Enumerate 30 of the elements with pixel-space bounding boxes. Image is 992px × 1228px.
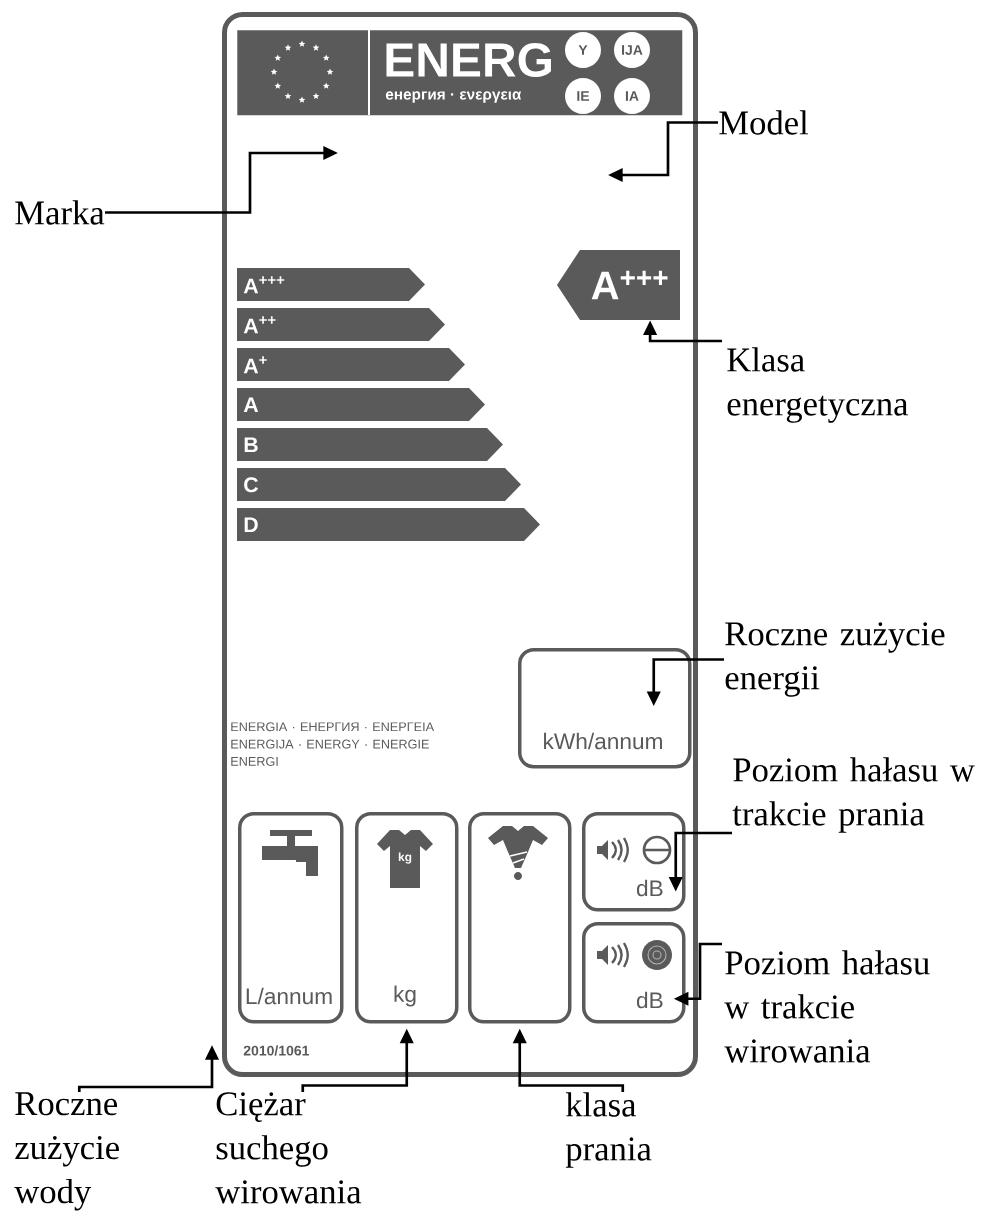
value-box: dB — [582, 812, 686, 912]
energy-word-list: ENERGIA · ЕНЕРГИЯ · ΕΝΕΡΓΕΙΑ ENERGIJA · ENERGY · ENERGIE ENERGI — [231, 722, 435, 766]
scale-bar: D — [237, 508, 540, 541]
value-box: L/annum — [238, 812, 344, 1024]
scale-bar: B — [237, 428, 503, 461]
callout-text: Marka — [15, 200, 105, 225]
scale-bar: C — [237, 468, 521, 501]
callout-text: Roczne zużycie energii — [725, 622, 945, 697]
circle-badge: IE — [565, 78, 601, 114]
value-box: kWh/annum — [518, 648, 692, 769]
node-label: kg — [398, 852, 412, 864]
circle-badge: IJA — [614, 32, 650, 68]
label-frame — [222, 12, 698, 1077]
scale-bar: A — [237, 388, 485, 421]
value-box: dB — [582, 922, 686, 1024]
scale-bar: A$^{+++}$ — [237, 268, 425, 301]
scale-bar: A$^{++}$ — [237, 308, 445, 341]
node-label: kg — [394, 985, 416, 1007]
callout-text: Klasa energetyczna — [727, 347, 908, 423]
callout-text: klasa prania — [565, 1092, 652, 1168]
callout-text: Poziom hałasu w trakcie wirowania — [724, 950, 930, 1063]
regulation-number: 2010/1061 — [243, 1045, 310, 1056]
callout-text: Poziom hałasu w trakcie prania — [732, 757, 975, 833]
circle-badge: IA — [614, 78, 650, 114]
circle-badge: Y — [565, 32, 601, 68]
value-box: kg kg — [355, 812, 459, 1024]
callout-text: Roczne zużycie wody — [14, 1092, 119, 1211]
scale-bar: A$^{+}$ — [237, 348, 465, 381]
callout-text: Model — [719, 110, 809, 135]
callout-text: Ciężar suchego wirowania — [215, 1092, 362, 1204]
